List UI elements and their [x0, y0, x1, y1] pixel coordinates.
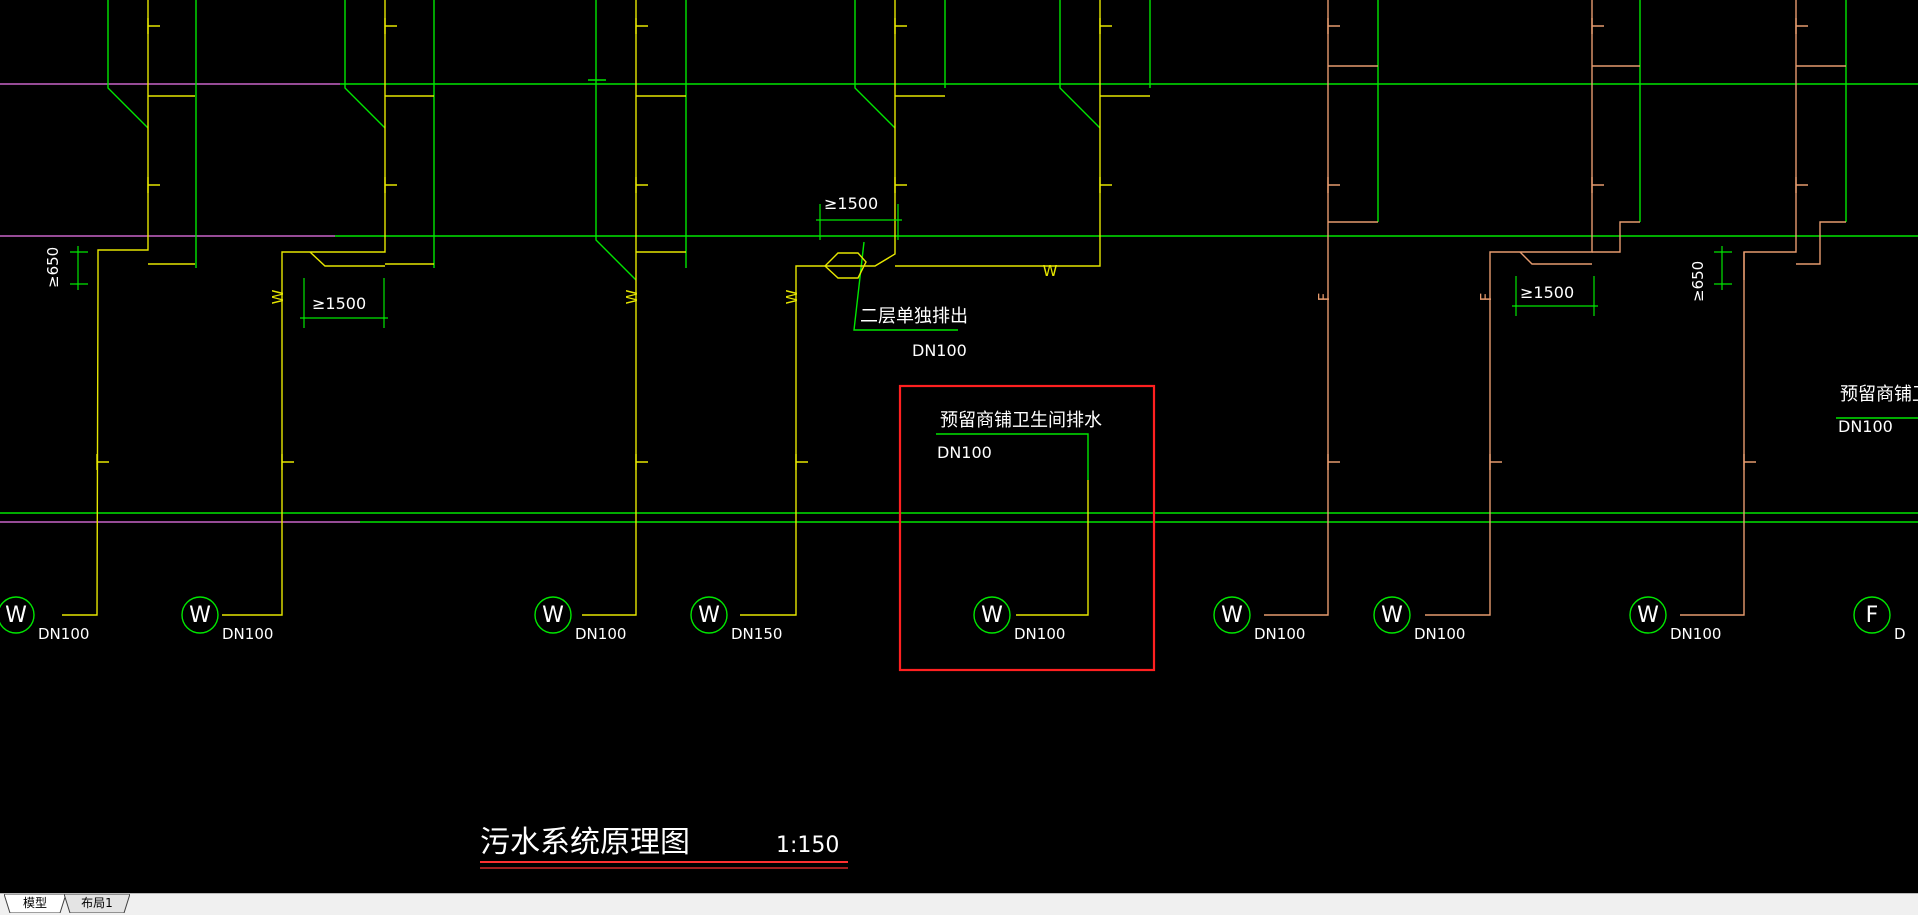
outlet-symbol: W	[1221, 603, 1243, 628]
outlet-size-label: DN100	[575, 625, 626, 643]
dimension-marks	[70, 204, 1732, 328]
outlet-size-label: DN100	[1014, 625, 1065, 643]
outlet-symbol: W	[981, 603, 1003, 628]
svg-text:≥1500: ≥1500	[824, 194, 878, 213]
outlet-size-label: DN150	[731, 625, 782, 643]
svg-text:W: W	[1043, 262, 1058, 280]
tab-model[interactable]: 模型	[4, 894, 66, 913]
outlet-symbol: W	[1381, 603, 1403, 628]
svg-text:≥650: ≥650	[44, 247, 62, 288]
tab-layout1-label: 布局1	[81, 896, 113, 910]
svg-text:≥1500: ≥1500	[1520, 283, 1574, 302]
cleanout-marks	[96, 18, 1808, 470]
svg-text:DN100: DN100	[1838, 417, 1893, 436]
svg-text:预留商铺卫生间排水: 预留商铺卫生间排水	[940, 410, 1102, 431]
outlet-circle	[1373, 596, 1411, 634]
outlet-symbol: W	[542, 603, 564, 628]
svg-text:W: W	[783, 289, 801, 304]
svg-text:W: W	[269, 289, 287, 304]
tab-layout1[interactable]: 布局1	[64, 894, 130, 913]
tab-model-label: 模型	[22, 896, 47, 910]
outlet-size-label: DN100	[222, 625, 273, 643]
annotations: ≥650 ≥1500 ≥1500 二层单独排出 DN100 预留商铺卫生间排水 …	[44, 194, 1918, 462]
outlet-size-label: DN100	[1670, 625, 1721, 643]
outlet-size-label: DN100	[1414, 625, 1465, 643]
outlet-circle	[690, 596, 728, 634]
svg-text:F: F	[1477, 293, 1495, 302]
drawing-scale: 1:150	[776, 833, 839, 858]
waste-pipes	[1264, 0, 1846, 616]
svg-text:W: W	[623, 289, 641, 304]
svg-text:≥650: ≥650	[1689, 261, 1707, 302]
outlet-symbol: W	[698, 603, 720, 628]
layout-tab-bar: 模型 布局1	[0, 893, 1918, 915]
outlet-circle	[0, 596, 35, 634]
outlet-circle	[1629, 596, 1667, 634]
svg-text:DN100: DN100	[937, 443, 992, 462]
outlet-circle	[181, 596, 219, 634]
floor-lines	[0, 83, 1918, 523]
vent-pipes	[107, 0, 1918, 480]
outlet-symbol: W	[189, 603, 211, 628]
cad-drawing-canvas[interactable]: W W W W F F ≥650 ≥1500 ≥1500 二层单独排出 DN10…	[0, 0, 1918, 893]
outlet-size-label: DN100	[1254, 625, 1305, 643]
outlet-symbol: W	[1637, 603, 1659, 628]
drain-pipes	[62, 0, 1150, 616]
svg-text:二层单独排出: 二层单独排出	[860, 306, 968, 327]
outlet-circle	[534, 596, 572, 634]
outlet-circle	[1213, 596, 1251, 634]
outlet-circle	[973, 596, 1011, 634]
drawing-title: 污水系统原理图	[480, 825, 690, 860]
svg-text:DN100: DN100	[912, 341, 967, 360]
outlet-symbol: F	[1866, 603, 1879, 628]
pipe-symbols: W W W W F F	[269, 262, 1495, 304]
outlet-size-label: D	[1894, 625, 1906, 643]
outlet-size-label: DN100	[38, 625, 89, 643]
outlet-group: W DN100 W DN100 W DN100 W DN150 W DN100 W DN100 W DN1…	[0, 596, 1906, 643]
svg-text:预留商铺卫: 预留商铺卫	[1840, 384, 1918, 405]
svg-text:≥1500: ≥1500	[312, 294, 366, 313]
outlet-circle	[1853, 596, 1891, 634]
svg-text:F: F	[1315, 293, 1333, 302]
title-block: 污水系统原理图 1:150	[480, 825, 848, 869]
outlet-symbol: W	[5, 603, 27, 628]
highlight-box	[898, 384, 1156, 672]
